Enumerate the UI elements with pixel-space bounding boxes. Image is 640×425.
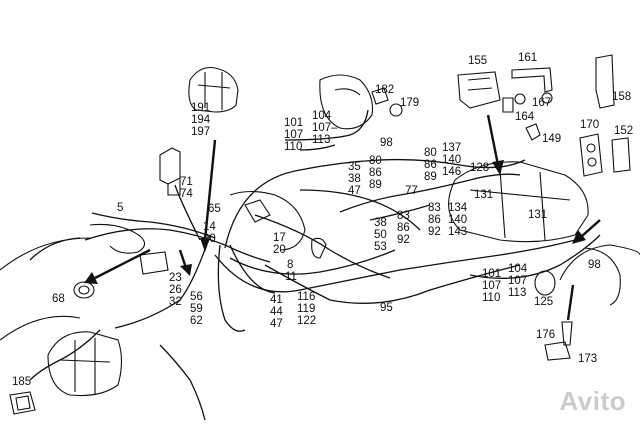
label-113a: 113 xyxy=(312,134,330,146)
label-8: 8 xyxy=(287,259,293,271)
label-170: 170 xyxy=(580,119,599,131)
label-110a: 110 xyxy=(284,141,302,153)
label-77: 77 xyxy=(405,185,418,197)
label-116: 116 xyxy=(297,291,315,303)
label-80a: 80 xyxy=(369,155,382,167)
label-80b: 80 xyxy=(424,147,437,159)
label-134: 134 xyxy=(448,202,468,214)
label-101b: 101 xyxy=(482,268,501,280)
label-92b: 92 xyxy=(428,226,441,238)
label-35: 35 xyxy=(348,161,361,173)
label-191: 191 xyxy=(191,102,210,114)
label-20b: 20 xyxy=(273,244,286,256)
label-47a: 47 xyxy=(270,318,283,330)
label-155: 155 xyxy=(468,55,487,67)
label-185: 185 xyxy=(12,376,31,388)
label-65: 65 xyxy=(208,203,221,215)
label-11: 11 xyxy=(285,271,297,283)
label-161: 161 xyxy=(518,52,537,64)
label-179: 179 xyxy=(400,97,419,109)
label-41: 41 xyxy=(270,294,283,306)
component-drawings xyxy=(0,54,640,415)
label-92a: 92 xyxy=(397,234,410,246)
label-143: 143 xyxy=(448,226,467,238)
label-131b: 131 xyxy=(528,209,547,221)
label-53: 53 xyxy=(374,241,387,253)
label-86a: 86 xyxy=(369,167,382,179)
label-14: 14 xyxy=(203,221,216,233)
label-158: 158 xyxy=(612,91,631,103)
label-74: 74 xyxy=(180,188,193,200)
label-194: 194 xyxy=(191,114,211,126)
label-23: 23 xyxy=(169,272,182,284)
label-104b: 104 xyxy=(508,263,528,275)
label-122: 122 xyxy=(297,315,316,327)
avito-watermark: Avito xyxy=(559,386,626,416)
label-137: 137 xyxy=(442,142,461,154)
label-32: 32 xyxy=(169,296,182,308)
label-86b: 86 xyxy=(397,222,410,234)
label-131a: 131 xyxy=(474,189,493,201)
label-173: 173 xyxy=(578,353,597,365)
label-107c: 107 xyxy=(482,280,501,292)
label-140b: 140 xyxy=(448,214,467,226)
label-47b: 47 xyxy=(348,185,361,197)
label-83a: 83 xyxy=(397,210,410,222)
label-38a: 38 xyxy=(348,173,361,185)
label-146: 146 xyxy=(442,166,461,178)
label-98b: 98 xyxy=(588,259,601,271)
label-176: 176 xyxy=(536,329,555,341)
label-38b: 38 xyxy=(374,217,387,229)
label-140a: 140 xyxy=(442,154,461,166)
label-107b: 107– xyxy=(312,122,338,134)
label-98a: 98 xyxy=(380,137,393,149)
part-number-labels: 191 194 197 71 74 5 65 14 20 23 26 32 56… xyxy=(12,52,633,388)
pointer-arrows xyxy=(84,114,601,321)
label-89b: 89 xyxy=(424,171,437,183)
label-95: 95 xyxy=(380,302,393,314)
label-56: 56 xyxy=(190,291,203,303)
label-167: 167 xyxy=(532,97,551,109)
label-107d: 107 xyxy=(508,275,527,287)
label-59: 59 xyxy=(190,303,203,315)
label-5: 5 xyxy=(117,202,123,214)
label-62: 62 xyxy=(190,315,203,327)
label-107a: 107 xyxy=(284,129,303,141)
label-113b: 113 xyxy=(508,287,526,299)
label-86d: 86 xyxy=(428,214,441,226)
label-83b: 83 xyxy=(428,202,441,214)
label-71: 71 xyxy=(180,176,193,188)
label-128: 128 xyxy=(470,162,489,174)
label-44: 44 xyxy=(270,306,283,318)
label-125: 125 xyxy=(534,296,553,308)
label-182: 182 xyxy=(375,84,394,96)
label-197: 197 xyxy=(191,126,210,138)
label-68: 68 xyxy=(52,293,65,305)
label-164: 164 xyxy=(515,111,535,123)
label-89a: 89 xyxy=(369,179,382,191)
label-17: 17 xyxy=(273,232,286,244)
label-110b: 110 xyxy=(482,292,500,304)
label-152: 152 xyxy=(614,125,633,137)
label-104a: 104 xyxy=(312,110,332,122)
label-50: 50 xyxy=(374,229,387,241)
label-86c: 86 xyxy=(424,159,437,171)
label-101a: 101 xyxy=(284,117,303,129)
label-149: 149 xyxy=(542,133,561,145)
label-119: 119 xyxy=(297,303,315,315)
label-26: 26 xyxy=(169,284,182,296)
label-20a: 20 xyxy=(203,233,216,245)
